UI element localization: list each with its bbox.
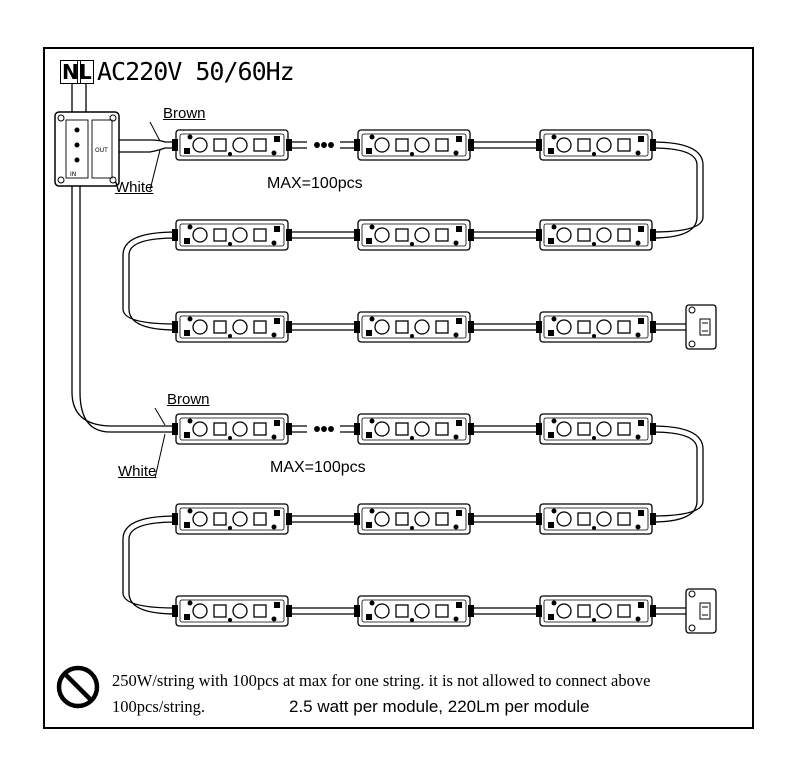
wires [71, 84, 704, 615]
led-module-s1-r1-c3 [536, 129, 656, 161]
white-leader-2 [154, 433, 166, 479]
feed-s1-brown [119, 139, 176, 143]
led-module-s2-r3-c1 [172, 595, 292, 627]
brown-leader-1 [149, 121, 161, 142]
warning-text-line1: 250W/string with 100pcs at max for one s… [112, 671, 651, 690]
wire-s1-loop-left-a [122, 231, 177, 325]
prohibited-icon [56, 665, 100, 709]
end-cap-s2 [685, 588, 717, 634]
ellipsis-dot-s2-0 [314, 426, 320, 432]
led-module-s2-r1-c3 [536, 413, 656, 445]
led-modules [172, 129, 656, 627]
ellipsis-dot-s2-2 [328, 426, 334, 432]
led-module-s1-r2-c3 [536, 219, 656, 251]
ellipsis-dot-s1-1 [321, 142, 327, 148]
max-label-2: MAX=100pcs [270, 459, 366, 476]
feed-s1-white [119, 147, 176, 153]
max-label-1: MAX=100pcs [267, 175, 363, 192]
warning-text-line2: 100pcs/string. [112, 697, 206, 716]
brown-wire-label-1: Brown [163, 105, 206, 122]
ellipsis-dot-s1-2 [328, 142, 334, 148]
wire-s2-loop-left-a [122, 515, 177, 609]
feed-s2-brown [71, 186, 176, 427]
junction-out-label: OUT [95, 147, 108, 154]
wire-s1-loop-right-a [651, 141, 704, 233]
wire-s2-loop-right-b [651, 431, 698, 523]
led-module-s1-r3-c1 [172, 311, 292, 343]
led-module-s1-r2-c1 [172, 219, 292, 251]
end-cap-s1 [685, 304, 717, 350]
led-module-s1-r1-c2 [354, 129, 474, 161]
ellipsis-dot-s2-1 [321, 426, 327, 432]
junction-in-label: IN [70, 171, 76, 178]
wire-s1-loop-right-b [651, 147, 698, 239]
wire-s1-loop-left-b [128, 237, 177, 331]
junction-box: OUT IN [54, 111, 120, 187]
led-module-s2-r2-c1 [172, 503, 292, 535]
white-wire-label-1: White [115, 179, 154, 196]
neutral-terminal: N [60, 60, 81, 84]
live-terminal: L [77, 60, 94, 84]
ellipsis-dot-s1-0 [314, 142, 320, 148]
wire-s2-loop-right-a [651, 425, 704, 517]
led-module-s2-r2-c3 [536, 503, 656, 535]
led-module-s1-r1-c1 [172, 129, 292, 161]
brown-wire-label-2: Brown [167, 391, 210, 408]
white-wire-label-2: White [118, 463, 157, 480]
feed-s2-white [79, 186, 176, 433]
diagram-frame [43, 47, 754, 729]
led-module-s2-r3-c2 [354, 595, 474, 627]
led-module-s1-r3-c3 [536, 311, 656, 343]
spec-text: 2.5 watt per module, 220Lm per module [289, 697, 590, 716]
brown-leader-2 [154, 407, 166, 426]
supply-label: AC220V 50/60Hz [97, 57, 295, 86]
junction-boxes: OUT IN [54, 111, 717, 634]
led-module-s2-r1-c1 [172, 413, 292, 445]
wire-s2-loop-left-b [128, 521, 177, 615]
led-module-s2-r3-c3 [536, 595, 656, 627]
led-module-s2-r1-c2 [354, 413, 474, 445]
white-leader-1 [149, 149, 161, 191]
led-module-s1-r2-c2 [354, 219, 474, 251]
led-module-s1-r3-c2 [354, 311, 474, 343]
led-module-s2-r2-c2 [354, 503, 474, 535]
